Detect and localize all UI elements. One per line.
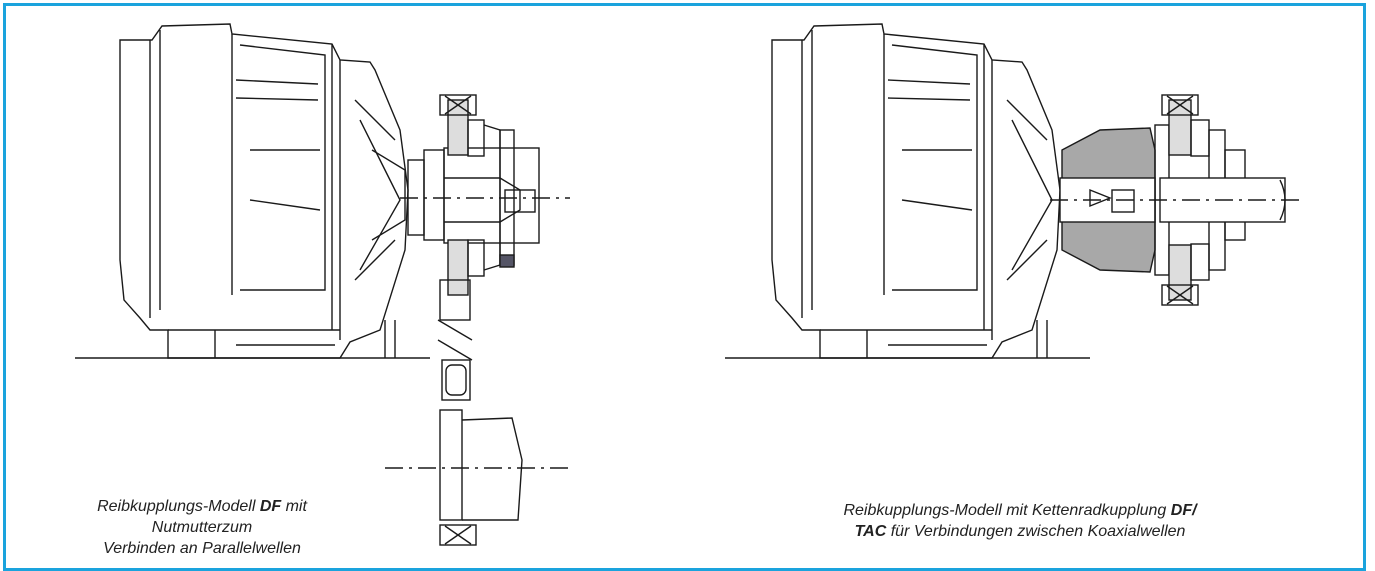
right-caption-line2: für Verbindungen zwischen Koaxialwellen: [886, 523, 1186, 540]
left-caption-line3: Verbinden an Parallelwellen: [103, 540, 301, 557]
left-caption-line2: Nutmutterzum: [151, 519, 253, 536]
right-caption-text: Reibkupplungs-Modell mit Kettenradkupplu…: [843, 502, 1171, 519]
right-caption-model: DF/: [1170, 502, 1197, 519]
left-caption-text-end: mit: [281, 498, 307, 515]
left-caption-model: DF: [259, 498, 282, 515]
left-caption-text: Reibkupplungs-Modell: [97, 498, 260, 515]
right-caption: Reibkupplungs-Modell mit Kettenradkupplu…: [760, 500, 1280, 542]
left-housing-outline: [119, 23, 409, 359]
right-gearbox-drawing: [725, 23, 1300, 359]
right-housing-outline: [771, 23, 1061, 359]
left-caption: Reibkupplungs-Modell DF mit Nutmutterzum…: [62, 496, 342, 559]
right-caption-model-2: TAC: [854, 523, 887, 540]
content-frame: [3, 3, 1366, 571]
left-gearbox-drawing: [75, 23, 572, 546]
